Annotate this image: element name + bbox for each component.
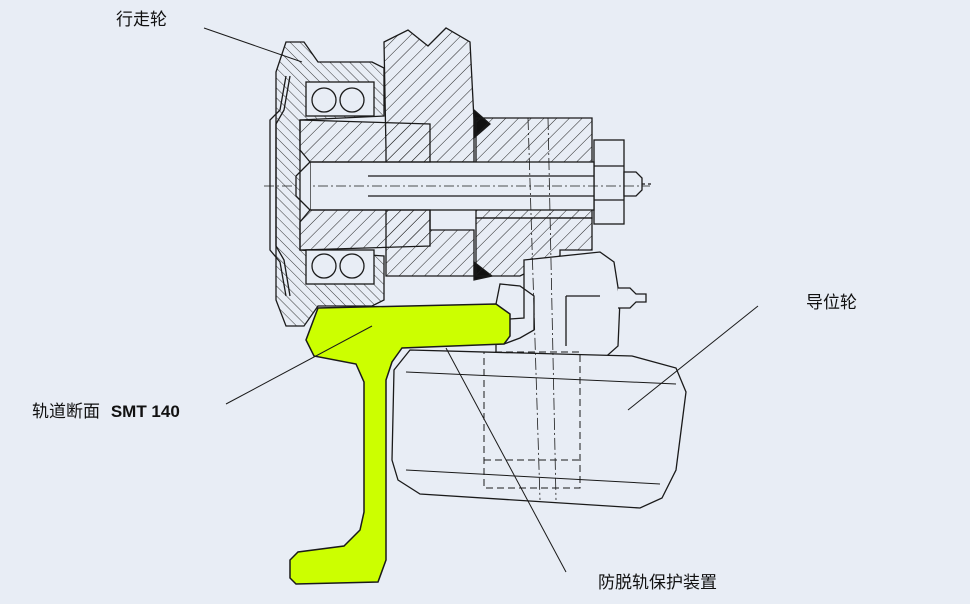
dust-cap: [269, 75, 287, 297]
wheel-hub: [299, 119, 431, 163]
guide-spindle: [483, 351, 581, 489]
bolt-tip: [623, 171, 643, 197]
rail-model-text: SMT 140: [110, 402, 180, 421]
leader-travel-wheel: [203, 27, 303, 63]
bolt-head: [593, 139, 625, 225]
bracket-lower: [475, 217, 593, 277]
label-anti-derail: 防脱轨保护装置: [598, 573, 717, 593]
label-rail-section: 轨道断面 SMT 140: [32, 403, 180, 421]
guide-wheel: [391, 349, 687, 509]
leader-guide-wheel: [627, 305, 759, 411]
leader-anti-derail: [445, 347, 567, 573]
grease-nipple: [618, 287, 647, 309]
rail-section-text: 轨道断面: [32, 402, 100, 422]
label-travel-wheel: 行走轮: [116, 10, 167, 30]
wheel-hub-lower: [299, 209, 431, 251]
leader-rail: [225, 325, 373, 405]
label-guide-wheel: 导位轮: [806, 293, 857, 313]
rail-profile: [495, 283, 535, 345]
rail-section: [289, 303, 511, 585]
